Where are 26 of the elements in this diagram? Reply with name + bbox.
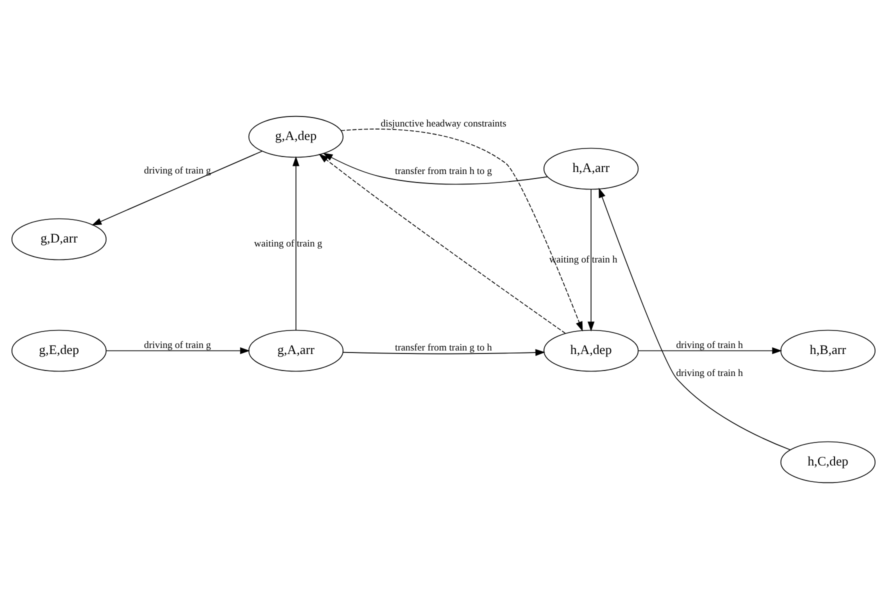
node-ellipse: g,A,arr <box>248 330 344 372</box>
edge-label: waiting of train h <box>549 254 618 266</box>
arrow <box>638 347 782 354</box>
node-ellipse: h,C,dep <box>780 441 876 484</box>
edge-label: disjunctive headway constraints <box>380 118 506 130</box>
arrow <box>340 128 583 332</box>
arrow <box>322 152 548 185</box>
edge-label: driving of train g <box>144 165 211 176</box>
edge-label: driving of train h <box>676 368 743 379</box>
arrow <box>92 150 262 226</box>
node-ellipse: g,A,dep <box>248 116 344 158</box>
arrow <box>342 349 546 356</box>
node-ellipse: h,B,arr <box>780 330 876 372</box>
edge-label: transfer from train g to h <box>395 342 492 354</box>
edge-label: transfer from train h to g <box>395 166 492 178</box>
edge-label: driving of train g <box>144 340 211 351</box>
node-ellipse: g,E,dep <box>11 330 107 372</box>
arrow <box>588 189 594 332</box>
arrow <box>318 154 566 334</box>
node-ellipse: h,A,dep <box>544 330 639 372</box>
node-ellipse: h,A,arr <box>544 148 639 190</box>
edge-label: waiting of train g <box>254 238 322 250</box>
arrow <box>106 347 250 354</box>
arrow <box>292 156 300 331</box>
arrow <box>598 188 790 450</box>
edge-label: driving of train h <box>676 340 743 351</box>
